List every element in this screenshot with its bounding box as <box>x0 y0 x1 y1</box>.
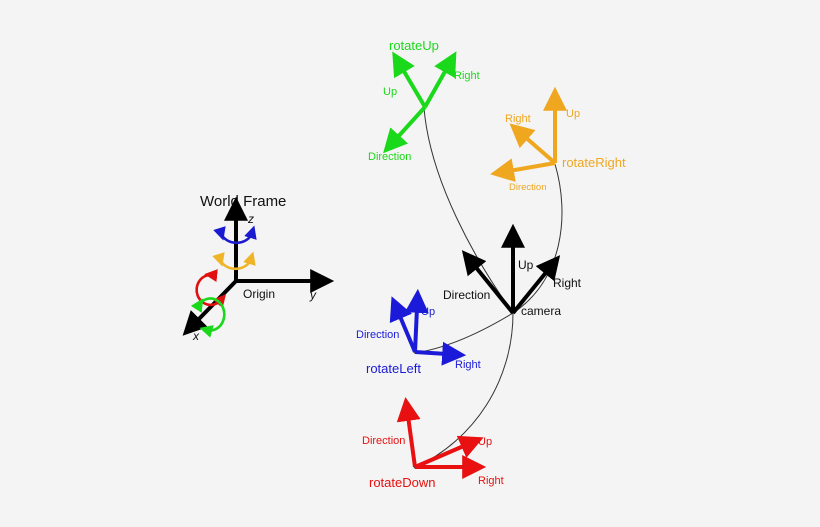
rotate-right-vector-right-label: Right <box>505 113 531 125</box>
rotate-down-frame-group: Up Right Direction rotateDown <box>362 396 504 490</box>
rotate-left-vector-up <box>404 288 429 353</box>
rotate-left-vector-direction-label: Direction <box>356 329 399 341</box>
rotate-left-frame-group: Up Right Direction rotateLeft <box>356 288 481 376</box>
rotate-left-vector-direction <box>389 296 417 353</box>
rotate-down-vector-up <box>414 435 484 469</box>
rotate-up-label: rotateUp <box>389 38 439 53</box>
rotate-right-vector-direction-label: Direction <box>509 182 547 193</box>
rotate-down-label: rotateDown <box>369 475 435 490</box>
rotate-down-vector-direction <box>396 396 421 468</box>
camera-vector-right-label: Right <box>553 276 582 290</box>
camera-vector-direction <box>461 250 515 315</box>
rotate-right-vector-up-label: Up <box>566 108 580 120</box>
arc-camera-to-rotateUp <box>423 107 514 314</box>
camera-vector-direction-label: Direction <box>443 288 490 302</box>
rotate-left-vector-right <box>414 341 467 366</box>
rotate-right-vector-direction <box>490 158 556 183</box>
rotate-up-vector-right <box>423 51 457 108</box>
rotate-up-vector-up <box>392 51 427 109</box>
world-frame-title: World Frame <box>200 193 286 210</box>
world-rotation-arc-blue <box>213 225 257 245</box>
rotate-down-vector-direction-label: Direction <box>362 435 405 447</box>
rotate-right-vector-right <box>509 123 557 165</box>
world-rotation-arc-green <box>190 297 226 338</box>
rotate-left-vector-up-label: Up <box>421 306 435 318</box>
rotate-up-vector-direction <box>383 105 427 154</box>
world-rotation-arc-orange <box>212 251 256 271</box>
rotate-down-vector-right-label: Right <box>478 475 504 487</box>
world-frame-group: World Frame z y x Origin <box>182 193 335 343</box>
rotate-down-vector-up-label: Up <box>478 436 492 448</box>
world-axis-z-label: z <box>247 212 254 226</box>
camera-vector-right <box>511 255 561 315</box>
rotate-left-vector-right-label: Right <box>455 359 481 371</box>
rotate-right-label: rotateRight <box>562 155 626 170</box>
rotate-up-frame-group: Up Right Direction rotateUp <box>368 38 480 163</box>
world-origin-label: Origin <box>243 287 275 301</box>
camera-vector-up-label: Up <box>518 258 534 272</box>
world-axis-x-label: x <box>192 329 200 343</box>
rotate-up-vector-direction-label: Direction <box>368 151 411 163</box>
arc-camera-to-rotateRight <box>512 163 563 314</box>
world-rotation-arc-red <box>195 269 227 309</box>
rotate-right-frame-group: Up Right Direction rotateRight <box>490 86 626 193</box>
world-axis-y-label: y <box>309 288 317 302</box>
rotate-up-vector-right-label: Right <box>454 70 480 82</box>
rotate-left-label: rotateLeft <box>366 361 421 376</box>
rotate-up-vector-up-label: Up <box>383 86 397 98</box>
camera-frame-group: Up Right Direction camera <box>443 223 582 318</box>
camera-label: camera <box>521 304 561 318</box>
